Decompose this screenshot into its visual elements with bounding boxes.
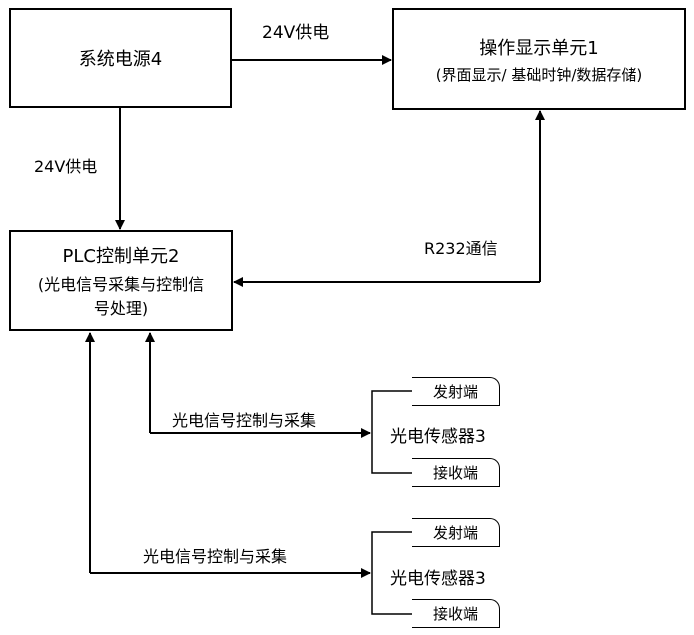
- sensor1-label: 光电传感器3: [390, 427, 486, 447]
- sensor1-emitter-label: 发射端: [432, 383, 478, 401]
- power-to-plc-label: 24V供电: [34, 157, 98, 176]
- sensor2-emitter-label: 发射端: [432, 524, 478, 542]
- plc-control-subtitle-line2: 号处理): [93, 299, 149, 318]
- sensor1-bracket: [371, 390, 412, 474]
- sensor1-link-label: 光电信号控制与采集: [172, 411, 317, 430]
- operation-to-plc-label: R232通信: [424, 239, 498, 258]
- operation-display-subtitle: (界面显示/ 基础时钟/数据存储): [435, 65, 643, 84]
- sensor1-emitter-tab: 发射端: [412, 377, 500, 406]
- power-supply-label: 系统电源4: [78, 49, 163, 70]
- sensor2-bracket: [371, 531, 412, 615]
- power-to-operation-label: 24V供电: [262, 23, 330, 43]
- sensor2-label: 光电传感器3: [390, 569, 486, 589]
- plc-control-box: PLC控制单元2 (光电信号采集与控制信 号处理): [9, 230, 233, 331]
- power-supply-box: 系统电源4: [9, 8, 232, 108]
- operation-display-box: 操作显示单元1 (界面显示/ 基础时钟/数据存储): [392, 8, 686, 110]
- plc-control-title: PLC控制单元2: [62, 246, 180, 267]
- plc-control-subtitle-line1: (光电信号采集与控制信: [37, 275, 205, 294]
- sensor2-emitter-tab: 发射端: [412, 518, 500, 547]
- sensor2-link-label: 光电信号控制与采集: [143, 547, 288, 566]
- sensor1-receiver-tab: 接收端: [412, 458, 500, 487]
- sensor2-receiver-label: 接收端: [432, 605, 478, 623]
- sensor1-receiver-label: 接收端: [432, 464, 478, 482]
- sensor2-receiver-tab: 接收端: [412, 599, 500, 628]
- operation-display-title: 操作显示单元1: [479, 37, 599, 59]
